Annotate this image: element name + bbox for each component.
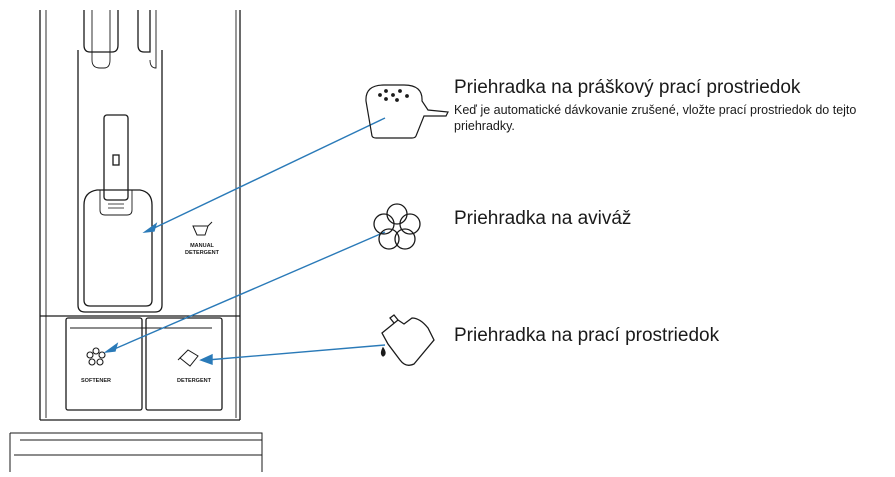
- softener-device-label: SOFTENER: [81, 378, 111, 384]
- liquid-bottle-icon: [380, 314, 435, 366]
- leader-line-softener: [111, 231, 386, 351]
- leader-line-powder: [149, 117, 386, 231]
- softener-compartment-title: Priehradka na aviváž: [454, 208, 632, 229]
- manual-detergent-label-line2: DETERGENT: [185, 250, 220, 256]
- leader-line-liquid: [206, 344, 386, 361]
- flower-icon: [373, 203, 421, 250]
- dispenser-drawer: [9, 10, 263, 472]
- detergent-device-label: DETERGENT: [177, 378, 212, 384]
- manual-detergent-label-line1: MANUAL: [190, 243, 214, 249]
- powder-scoop-icon: [365, 84, 449, 139]
- softener-flower-small-icon: [86, 347, 106, 366]
- powder-compartment-title: Priehradka na práškový prací prostriedok: [454, 77, 801, 98]
- leader-arrow-softener: [103, 342, 119, 353]
- leader-arrow-liquid: [199, 353, 213, 365]
- detergent-bottle-small-icon: [177, 349, 199, 367]
- leader-arrow-powder: [142, 222, 158, 233]
- liquid-compartment-title: Priehradka na prací prostriedok: [454, 325, 720, 346]
- manual-detergent-scoop-icon: [192, 221, 213, 236]
- powder-compartment-description: Keď je automatické dávkovanie zrušené, v…: [454, 103, 857, 133]
